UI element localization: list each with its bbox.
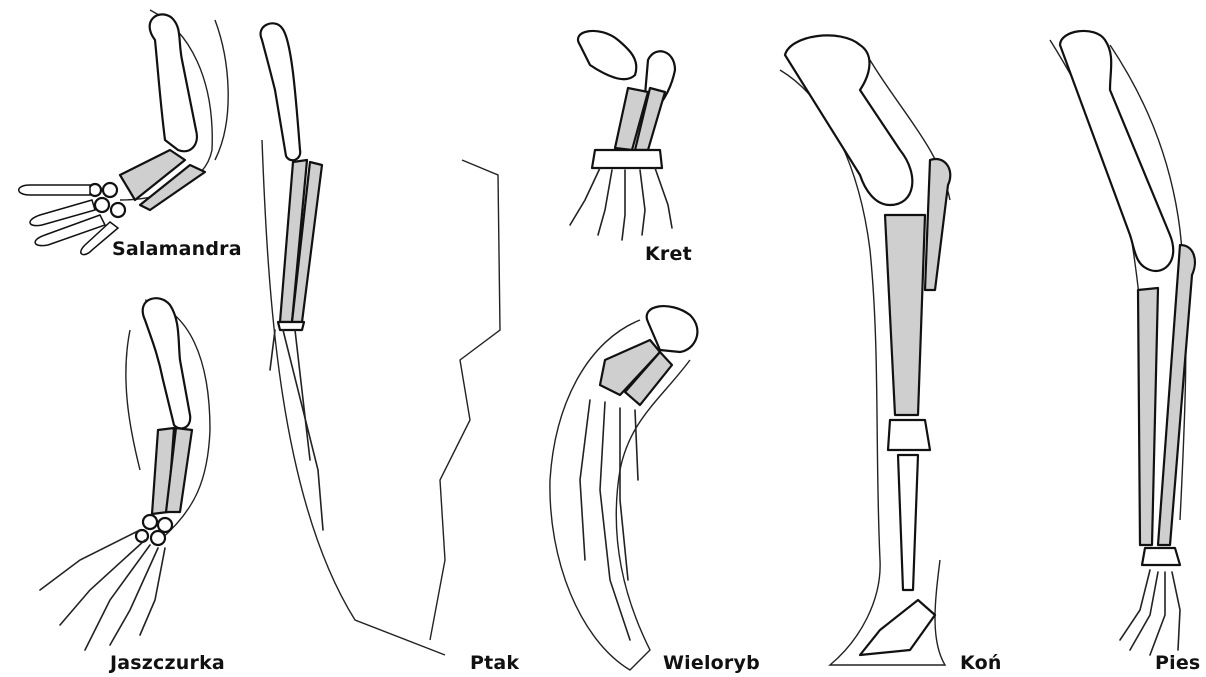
lizard-limb [40, 298, 210, 650]
label-whale: Wieloryb [663, 652, 760, 674]
mole-limb [570, 31, 675, 240]
label-horse: Koń [960, 652, 1002, 674]
salamander-limb [19, 10, 228, 255]
label-lizard: Jaszczurka [110, 652, 225, 674]
label-bird: Ptak [470, 652, 519, 674]
label-mole: Kret [645, 243, 692, 265]
label-dog: Pies [1155, 652, 1200, 674]
whale-flipper [550, 306, 698, 670]
horse-limb [780, 35, 950, 665]
label-salamander: Salamandra [112, 238, 242, 260]
bird-wing [261, 23, 500, 655]
dog-limb [1050, 31, 1195, 655]
